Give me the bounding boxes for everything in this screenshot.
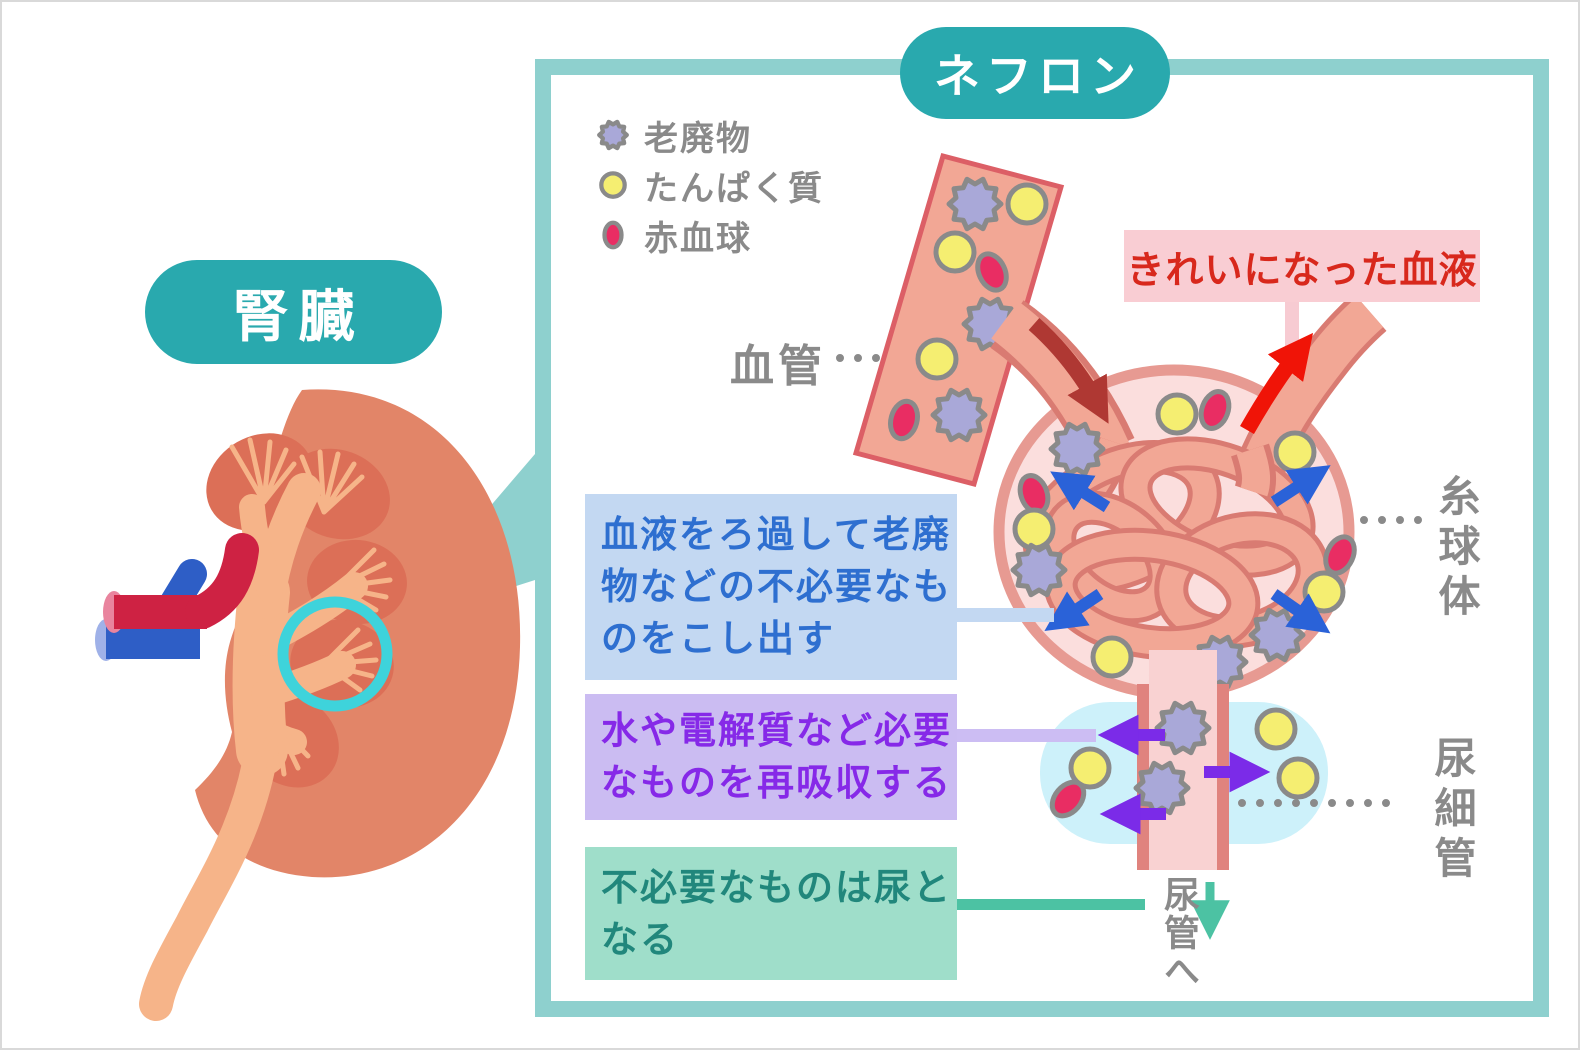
legend: 老廃物 たんぱく質 赤血球 [596, 110, 824, 260]
reabsorption-arrows [1097, 714, 1271, 835]
filter-callout: 血液をろ過して老廃 物などの不必要なも のをこし出す [585, 494, 957, 680]
red-blood-cell-icon [602, 220, 624, 250]
protein-icon [599, 171, 627, 199]
urine-line-1: 不必要なものは尿と [601, 866, 952, 909]
filtration-arrow [1050, 471, 1111, 513]
glomerulus-label: 糸球体 [1432, 474, 1481, 624]
nephron-title: ネフロン [934, 49, 1142, 103]
kidney-illustration [95, 389, 521, 1021]
legend-label-waste: 老廃物 [644, 118, 752, 159]
reabsorb-connector [954, 729, 1096, 742]
blood-in-arrow [1028, 318, 1109, 424]
urine-line-2: なる [601, 918, 679, 961]
legend-item-protein: たんぱく質 [596, 160, 824, 210]
nephron-highlight-circle [277, 596, 393, 712]
urine-callout: 不必要なものは尿と なる [585, 847, 957, 980]
urine-connector [954, 899, 1145, 910]
renal-artery [103, 533, 259, 633]
clean-blood-text: きれいになった血液 [1126, 247, 1478, 292]
kidney-pyramid-fans [229, 437, 393, 777]
ureter-tube [139, 730, 279, 1021]
legend-label-protein: たんぱく質 [644, 168, 824, 209]
nephron-title-pill: ネフロン [900, 27, 1170, 119]
reabsorb-callout: 水や電解質など必要 なものを再吸収する [585, 694, 957, 820]
to-ureter-label: 尿管へ [1158, 876, 1199, 990]
leader-lines [836, 354, 1424, 807]
legend-item-waste: 老廃物 [596, 110, 824, 160]
filtration-arrow [1270, 589, 1331, 634]
filter-connector [954, 608, 1054, 622]
filtration-arrows [1044, 465, 1331, 634]
kidney-title-pill: 腎臓 [145, 260, 442, 364]
blood-vessel-label: 血管 [730, 341, 826, 392]
waste-icon [597, 119, 629, 151]
legend-item-rbc: 赤血球 [596, 210, 824, 260]
filtration-arrow [1044, 589, 1104, 632]
filter-line-1: 血液をろ過して老廃 [601, 513, 951, 556]
filter-line-3: のをこし出す [601, 617, 835, 660]
filtration-arrow [1270, 465, 1331, 508]
filter-line-2: 物などの不必要なも [601, 565, 952, 608]
renal-tubule-label: 尿細管 [1428, 736, 1477, 886]
clean-blood-callout: きれいになった血液 [1124, 230, 1480, 302]
reabsorb-line-2: なものを再吸収する [601, 761, 952, 804]
nephron-panel-frame [535, 59, 1549, 1017]
reabsorb-line-1: 水や電解質など必要 [601, 709, 952, 752]
legend-label-rbc: 赤血球 [644, 218, 752, 259]
blood-out-arrow [1240, 332, 1314, 434]
kidney-title: 腎臓 [232, 284, 365, 350]
